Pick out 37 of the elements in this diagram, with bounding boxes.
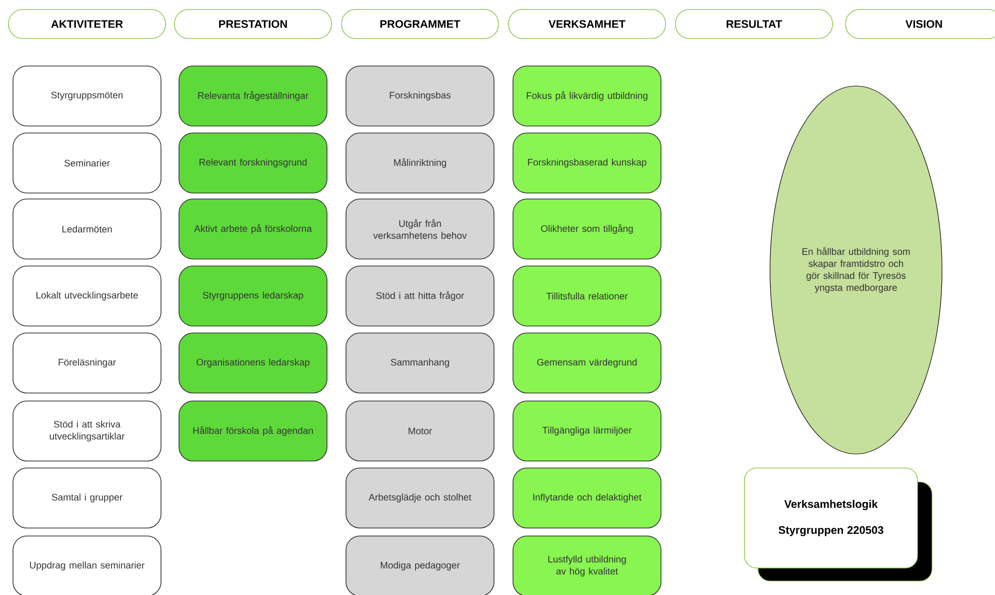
column-header: PROGRAMMET: [341, 9, 499, 39]
rounded-box: Tillitsfulla relationer: [512, 266, 662, 326]
rounded-box: Lustfylld utbildning av hög kvalitet: [512, 536, 662, 595]
rounded-box: Utgår från verksamhetens behov: [346, 198, 494, 260]
rounded-box: Målinriktning: [346, 132, 494, 194]
rounded-box: Organisationens ledarskap: [178, 332, 328, 394]
rounded-box: Forskningsbaserad kunskap: [512, 132, 662, 194]
rounded-box: Seminarier: [12, 132, 162, 194]
rounded-box: Hållbar förskola på agendan: [178, 400, 328, 462]
rounded-box: Tillgängliga lärmiljöer: [512, 400, 662, 462]
rounded-box: Relevant forskningsgrund: [178, 132, 328, 194]
column-header: VERKSAMHET: [508, 9, 666, 39]
rounded-box: Uppdrag mellan seminarier: [12, 536, 162, 595]
rounded-box: Stöd i att skriva utvecklingsartiklar: [12, 400, 162, 462]
column-header: RESULTAT: [675, 9, 833, 39]
column-header: VISION: [845, 9, 995, 39]
rounded-box: Aktivt arbete på förskolorna: [178, 198, 328, 260]
column-header: PRESTATION: [174, 9, 332, 39]
rounded-box: Lokalt utvecklingsarbete: [12, 266, 162, 326]
rounded-box: Styrgruppens ledarskap: [178, 266, 328, 326]
rounded-box: Ledarmöten: [12, 198, 162, 260]
rounded-box: Motor: [346, 400, 494, 462]
rounded-box: Föreläsningar: [12, 332, 162, 394]
rounded-box: Fokus på likvärdig utbildning: [512, 66, 662, 126]
rounded-box: Sammanhang: [346, 332, 494, 394]
rounded-box: Olikheter som tillgång: [512, 198, 662, 260]
rounded-box: Gemensam värdegrund: [512, 332, 662, 394]
rounded-box: Relevanta frågeställningar: [178, 66, 328, 126]
rounded-box: Stöd i att hitta frågor: [346, 266, 494, 326]
rounded-box: Modiga pedagoger: [346, 536, 494, 595]
column-header: AKTIVITETER: [8, 9, 166, 39]
rounded-box: Samtal i grupper: [12, 468, 162, 528]
rounded-box: Inflytande och delaktighet: [512, 468, 662, 528]
rounded-box: Arbetsglädje och stolhet: [346, 468, 494, 528]
title-card: Verksamhetslogik Styrgruppen 220503: [744, 468, 932, 582]
rounded-box: Forskningsbas: [346, 66, 494, 126]
rounded-box: Styrgruppsmöten: [12, 66, 162, 126]
